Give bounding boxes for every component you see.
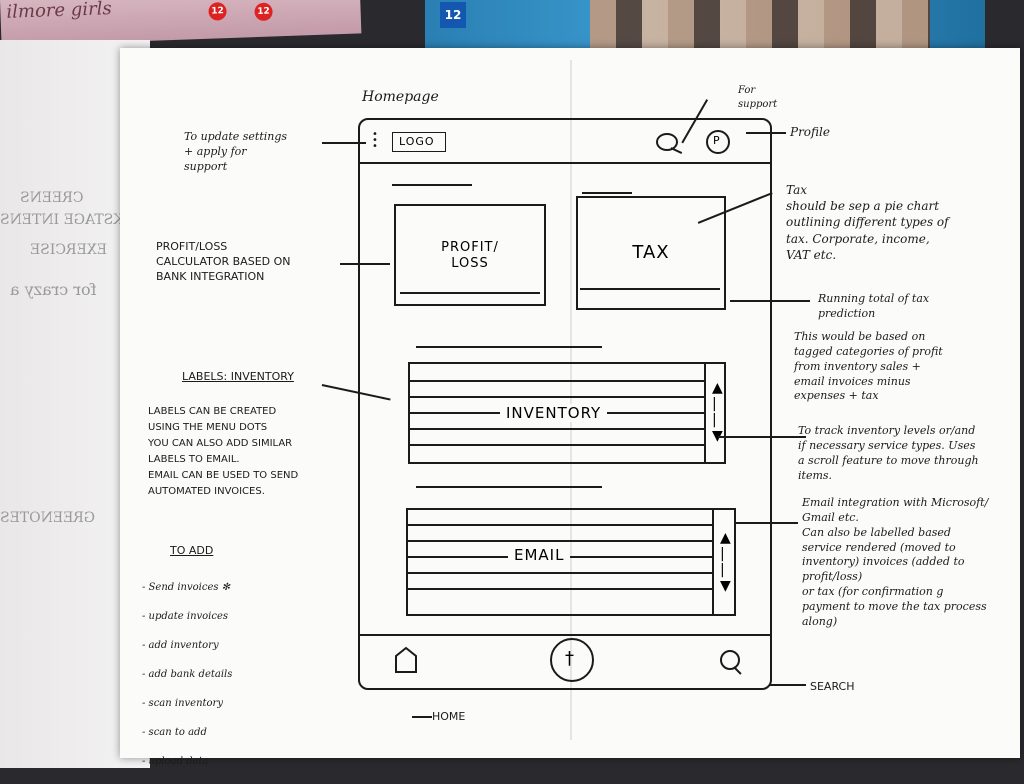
list-row (410, 396, 706, 398)
list-item: - add inventory (142, 639, 219, 651)
connector-line (718, 436, 806, 438)
annotation-support: For support (738, 85, 778, 110)
phone-wireframe: ••• LOGO P PROFIT/ LOSS TAX INVENTORY ▲|… (358, 118, 772, 690)
search-icon[interactable] (720, 650, 740, 670)
connector-line (340, 263, 390, 265)
list-item: - add bank details (142, 668, 233, 680)
list-item: - scan to add (142, 726, 207, 738)
connector-line (730, 300, 810, 302)
connector-line (746, 132, 786, 134)
section-divider (416, 346, 602, 348)
profit-loss-label: PROFIT/ LOSS (441, 240, 499, 271)
section-divider (582, 192, 632, 194)
card-underline (400, 292, 540, 294)
profit-loss-card[interactable]: PROFIT/ LOSS (394, 204, 546, 306)
list-row (408, 540, 712, 542)
annotation-settings: To update settings + apply for support (184, 130, 288, 173)
connector-line (322, 142, 366, 144)
bleed-text: GREENOTES (0, 510, 96, 526)
age-rating-badge: 12 (208, 2, 227, 21)
menu-dots-icon[interactable]: ••• (372, 129, 378, 152)
annotation-labels-heading: LABELS: INVENTORY (182, 370, 294, 383)
email-list[interactable]: EMAIL ▲||▼ (406, 508, 736, 616)
list-row (408, 588, 712, 590)
tax-label: TAX (632, 242, 670, 263)
list-item: - update invoices (142, 610, 229, 622)
add-button[interactable]: † (550, 638, 594, 682)
connector-line (770, 684, 806, 686)
scrollbar[interactable]: ▲||▼ (712, 510, 734, 614)
section-divider (392, 184, 472, 186)
list-item: - scan inventory (142, 697, 223, 709)
connector-line (412, 716, 432, 718)
home-icon[interactable] (394, 646, 417, 673)
search-icon-handle (733, 666, 742, 675)
list-item: - Send invoices ✻ (142, 581, 231, 593)
bottom-nav: † (360, 634, 770, 688)
page-title: Homepage (362, 89, 439, 105)
email-label: EMAIL (508, 546, 571, 564)
list-row (410, 444, 706, 446)
annotation-email: Email integration with Microsoft/ Gmail … (802, 496, 989, 628)
list-row (408, 524, 712, 526)
connector-line (734, 522, 798, 524)
annotation-based-on: This would be based on tagged categories… (794, 330, 943, 403)
list-row (410, 428, 706, 430)
annotation-profit-loss: PROFIT/LOSS CALCULATOR BASED ON BANK INT… (156, 240, 291, 283)
annotation-tax: Tax should be sep a pie chart outlining … (786, 183, 949, 262)
search-icon[interactable] (656, 133, 678, 151)
annotation-search: SEARCH (810, 680, 855, 693)
section-divider (416, 486, 602, 488)
page-gutter (570, 60, 572, 740)
annotation-profile: Profile (790, 125, 830, 139)
scrollbar[interactable]: ▲||▼ (704, 364, 724, 462)
bleed-text: EXERCISE (30, 242, 107, 258)
annotation-to-add-heading: TO ADD (170, 544, 214, 557)
list-row (410, 380, 706, 382)
card-underline (580, 288, 720, 290)
inventory-list[interactable]: INVENTORY ▲||▼ (408, 362, 726, 464)
top-bar: ••• LOGO P (360, 120, 770, 164)
logo: LOGO (392, 132, 446, 152)
annotation-to-add-list: - Send invoices ✻ - update invoices - ad… (142, 566, 232, 784)
annotation-inventory: To track inventory levels or/and if nece… (798, 424, 979, 482)
annotation-labels-text: LABELS CAN BE CREATED USING THE MENU DOT… (148, 406, 299, 497)
list-item: - upload data (142, 755, 209, 767)
search-icon-handle (670, 147, 683, 154)
annotation-running-total: Running total of tax prediction (818, 292, 930, 320)
bleed-text: for crazy a (10, 280, 97, 299)
profile-icon[interactable]: P (706, 130, 730, 154)
list-row (408, 572, 712, 574)
dvd-title: ilmore girls (6, 0, 113, 23)
inventory-label: INVENTORY (500, 404, 608, 422)
annotation-home: HOME (432, 710, 466, 723)
bleed-text: CREENS (20, 190, 84, 206)
age-rating-badge: 12 (440, 2, 466, 28)
tax-card[interactable]: TAX (576, 196, 726, 310)
age-rating-badge: 12 (254, 2, 273, 22)
